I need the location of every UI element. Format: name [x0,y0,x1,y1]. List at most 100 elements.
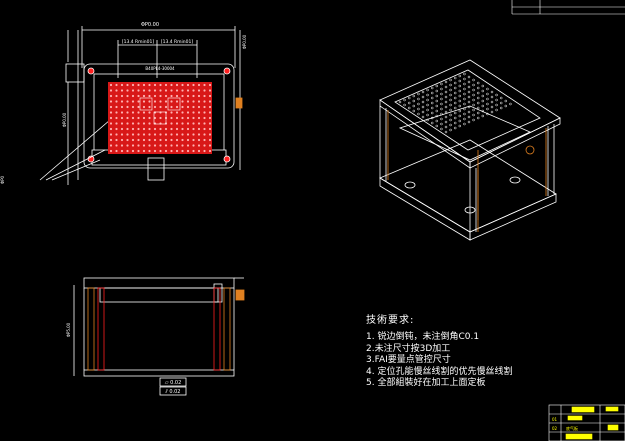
iso-hole [440,102,443,106]
iso-hole [426,103,429,107]
pin-dot [203,133,206,136]
pin-dot [115,144,118,147]
pin-dot [175,94,179,98]
iso-hole [486,97,489,101]
iso-hole [472,83,475,87]
pin-dot [203,122,206,125]
iso-hole [458,119,462,123]
pin-dot [170,133,173,136]
iso-hole [467,90,471,94]
pin-dot [181,83,184,87]
pin-dot [203,94,206,98]
pin-dot [148,111,151,114]
dim-front-height: ΦΡ5.00 [66,322,71,337]
pin-dot [192,83,195,87]
pin-dot [197,144,201,147]
iso-hole [472,78,475,82]
pin-dot [170,89,173,92]
pin-dot [186,138,190,142]
pin-dot [109,149,113,153]
pin-dot [192,111,195,114]
iso-hole [430,121,434,125]
iso-hole [458,114,462,118]
iso-hole [435,124,439,128]
iso-hole [430,106,434,110]
iso-hole [453,126,457,130]
iso-hole [403,103,406,107]
iso-hole [421,115,425,119]
pin-dot [142,127,146,131]
iso-hole [440,107,443,111]
pin-dot [131,105,135,109]
pin-dot [137,89,140,92]
dim-left-height: ΦΡ0.00 [62,112,67,127]
iso-hole [481,89,485,93]
iso-hole [476,86,480,90]
pin-dot [137,111,140,114]
pin-dot [142,133,146,136]
pin-dot [153,138,157,142]
iso-hole [407,96,411,100]
pin-dot [137,122,140,125]
pin-dot [109,83,113,87]
iso-hole [458,109,462,113]
pin-dot [197,83,201,87]
pin-dot [137,149,140,153]
pin-dot [153,116,157,120]
pin-dot [137,133,140,136]
iso-hole [444,115,448,119]
pin-dot [153,89,157,92]
pin-dot [115,83,118,87]
iso-hole [472,93,475,97]
iso-hole [486,112,489,116]
iso-hole [453,76,457,80]
iso-hole [458,74,462,78]
iso-hole [504,104,508,108]
pin-dot [126,144,129,147]
pin-dot [170,105,173,109]
iso-hole [453,121,457,125]
isometric-hole-grid [398,72,512,134]
pin-dot [159,138,162,142]
pin-dot [159,116,162,120]
iso-hole [463,82,466,86]
iso-hole [463,77,466,81]
pin-dot [148,149,151,153]
pin-dot [159,89,162,92]
iso-hole [467,110,471,114]
iso-hole [426,88,429,92]
pin-dot [203,83,206,87]
pin-dot [164,133,168,136]
pin-dot [126,111,129,114]
pin-dot [192,127,195,131]
iso-hole [430,101,434,105]
pin-dot [197,133,201,136]
pin-dot [159,127,162,131]
iso-hole [444,100,448,104]
iso-hole [426,113,429,117]
dim-right-offset: ΦΡ0.00 [242,34,247,49]
pin-dot [170,149,173,153]
pin-dot [148,133,151,136]
pin-dot [120,138,124,142]
pin-dot [120,94,124,98]
pin-dot [164,144,168,147]
iso-hole [458,99,462,103]
technical-requirements: 技術要求: 1. 锐边倒钝，未注倒角C0.1 2.未注尺寸按3D加工 3.FAI… [366,311,512,390]
part-label: B40PL4-30004 [145,66,175,71]
pin-dot [148,144,151,147]
pin-dot [170,100,173,103]
locating-window-center [153,111,167,125]
pin-dot [120,144,124,147]
iso-hole [463,87,466,91]
iso-hole [421,105,425,109]
iso-hole [472,103,475,107]
iso-hole [486,102,489,106]
pin-dot [181,94,184,98]
iso-hole [407,101,411,105]
pin-dot [170,138,173,142]
pin-dot [126,105,129,109]
iso-hole [449,108,452,112]
pin-dot [197,116,201,120]
